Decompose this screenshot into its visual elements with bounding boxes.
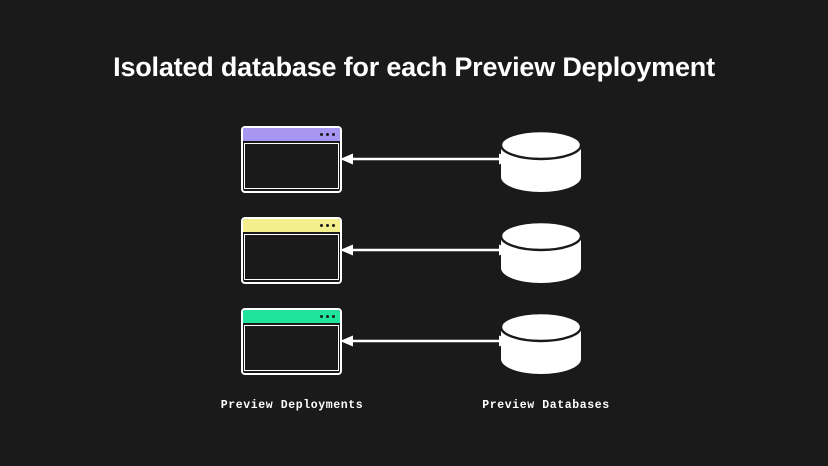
double-arrow-icon bbox=[340, 244, 512, 256]
window-dot-icon bbox=[326, 224, 329, 227]
window-dot-icon bbox=[320, 315, 323, 318]
preview-deployment-window-2[interactable] bbox=[241, 217, 342, 284]
window-titlebar-1 bbox=[243, 128, 340, 141]
connector-arrow-3 bbox=[340, 334, 512, 348]
window-dot-icon bbox=[320, 224, 323, 227]
window-dot-icon bbox=[332, 224, 335, 227]
database-icon bbox=[499, 220, 583, 283]
diagram-row bbox=[0, 126, 828, 216]
window-dots-2 bbox=[320, 224, 335, 227]
database-icon bbox=[499, 129, 583, 192]
double-arrow-icon bbox=[340, 153, 512, 165]
window-dots-1 bbox=[320, 133, 335, 136]
double-arrow-icon bbox=[340, 335, 512, 347]
database-icon bbox=[499, 311, 583, 374]
window-content-area-1 bbox=[244, 143, 339, 189]
preview-database-cylinder-3[interactable] bbox=[498, 311, 584, 374]
window-dot-icon bbox=[332, 133, 335, 136]
preview-database-cylinder-1[interactable] bbox=[498, 129, 584, 192]
preview-deployment-window-3[interactable] bbox=[241, 308, 342, 375]
connector-arrow-1 bbox=[340, 152, 512, 166]
window-dot-icon bbox=[320, 133, 323, 136]
window-titlebar-3 bbox=[243, 310, 340, 323]
window-content-area-3 bbox=[244, 325, 339, 371]
window-dot-icon bbox=[326, 315, 329, 318]
column-label-preview-deployments: Preview Deployments bbox=[220, 399, 364, 412]
preview-deployment-window-1[interactable] bbox=[241, 126, 342, 193]
window-dots-3 bbox=[320, 315, 335, 318]
window-dot-icon bbox=[332, 315, 335, 318]
window-content-area-2 bbox=[244, 234, 339, 280]
column-label-preview-databases: Preview Databases bbox=[482, 399, 610, 412]
diagram-row bbox=[0, 217, 828, 307]
window-dot-icon bbox=[326, 133, 329, 136]
diagram-row bbox=[0, 308, 828, 398]
connector-arrow-2 bbox=[340, 243, 512, 257]
preview-database-cylinder-2[interactable] bbox=[498, 220, 584, 283]
page-title: Isolated database for each Preview Deplo… bbox=[113, 52, 715, 82]
window-titlebar-2 bbox=[243, 219, 340, 232]
